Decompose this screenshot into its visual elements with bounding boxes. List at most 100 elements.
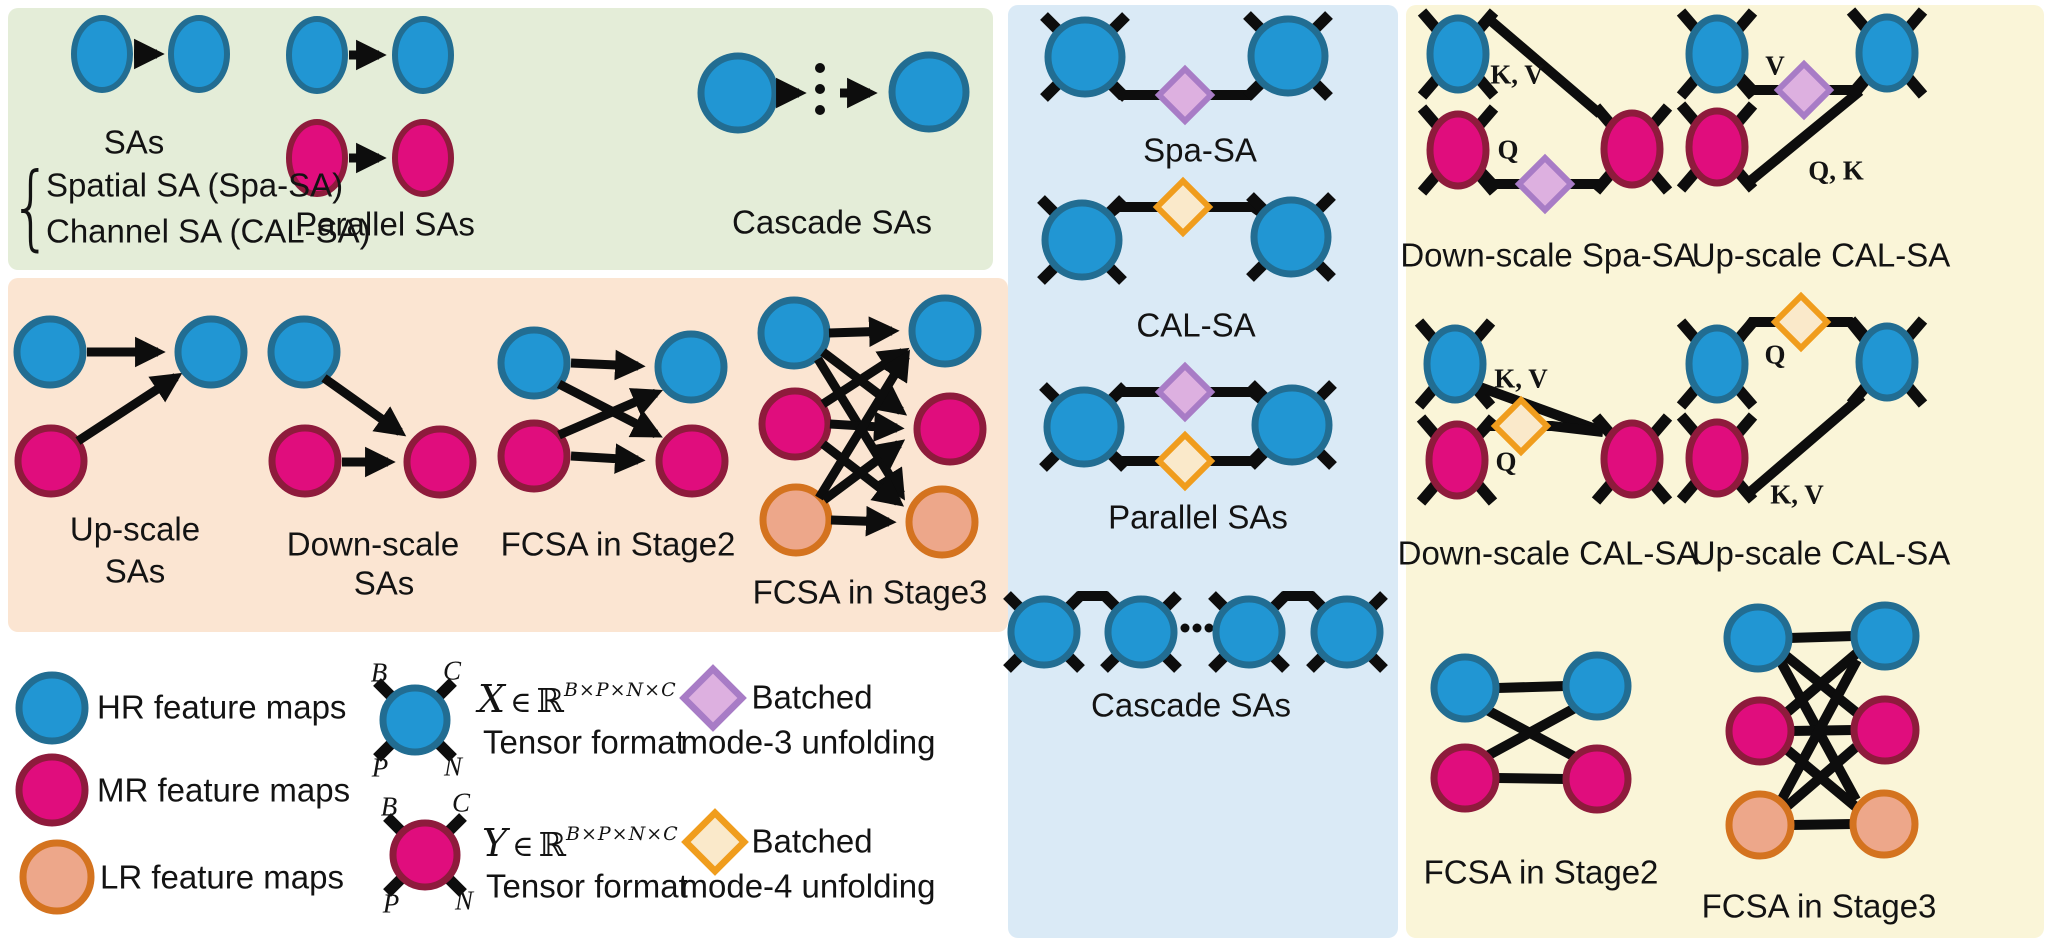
fcsa-stage2-label: FCSA in Stage2 (500, 525, 736, 563)
tensor-x-dims: B×P×N×C (563, 679, 677, 701)
mr-swatch (15, 753, 89, 827)
hr-node (1041, 199, 1123, 281)
hr-node (497, 326, 571, 400)
edge (1790, 819, 1854, 830)
mr-node (913, 392, 987, 466)
hr-node (1855, 13, 1919, 93)
hr-node (1850, 601, 1920, 671)
brace-glyph: { (10, 152, 52, 261)
mr-node (1685, 418, 1749, 498)
mr-node (1426, 110, 1490, 190)
tensor-y-caption: Tensor format (486, 867, 688, 905)
fcsa-stage3-diagram (757, 294, 987, 559)
hr-node (1426, 14, 1490, 94)
real-set-symbol: ℝ (536, 681, 564, 720)
upscale-cal-sa-1-label: Up-scale CAL-SA (1691, 236, 1951, 274)
mr-node (1850, 695, 1920, 765)
parallel-sas-label: Parallel SAs (295, 205, 475, 243)
mode4-subtitle: mode-4 unfolding (680, 867, 936, 905)
tensor-y-corner-c: C (451, 787, 471, 818)
mr-node (392, 119, 454, 197)
mode3-title: Batched (751, 678, 873, 716)
hr-node (1423, 324, 1487, 404)
fcsa-stage3-yellow-label: FCSA in Stage3 (1701, 887, 1937, 925)
cal-sa-label: CAL-SA (1136, 306, 1256, 344)
edge (1781, 743, 1860, 812)
mr-node (1425, 420, 1489, 500)
upscale-cal-sa-2-label: Up-scale CAL-SA (1691, 534, 1951, 572)
ellipsis-dot (815, 105, 825, 115)
kv-annotation: K, V (1490, 59, 1544, 90)
q-annotation: Q (1495, 446, 1517, 477)
edge (1496, 681, 1567, 693)
hr-node (654, 330, 728, 404)
hr-node (1043, 386, 1125, 468)
hr-node (1044, 16, 1126, 98)
mr-node (1600, 419, 1664, 499)
hr-node (1562, 651, 1632, 721)
arrow (556, 380, 663, 438)
downscale-sas-diagram (267, 315, 477, 499)
hr-node (1685, 324, 1749, 404)
hr-node (1251, 384, 1333, 466)
fcsa-stage2-yellow-diagram (1430, 651, 1632, 814)
cascade-sas-diagram (697, 51, 970, 134)
tensor-y-corner-p: P (382, 888, 400, 919)
upscale-sas-diagram (13, 315, 248, 498)
kv-annotation: K, V (1770, 479, 1824, 510)
tensor-x-corner-p: P (371, 752, 389, 783)
parallel-sas-diagram (286, 16, 454, 197)
tensor-y-var: Y (482, 821, 508, 865)
downscale-label-line2: SAs (353, 564, 415, 602)
lr-node (905, 485, 979, 559)
lr-legend-label: LR feature maps (100, 858, 344, 896)
sas-label: SAs (103, 123, 165, 161)
edge (1788, 631, 1855, 643)
hr-node (1104, 595, 1178, 669)
tensor-y-corner-b: B (380, 791, 398, 822)
hr-node (1430, 653, 1500, 723)
hr-node (1310, 595, 1384, 669)
upscale-cal-sa-2-diagram (1681, 296, 1923, 500)
hr-node (1247, 15, 1329, 97)
mode3-diamond-icon (684, 669, 742, 727)
mode3-subtitle: mode-3 unfolding (680, 723, 936, 761)
element-of-symbol: ∈ (512, 829, 534, 863)
hr-node (908, 294, 982, 368)
cascade-sas-label: Cascade SAs (732, 203, 932, 241)
mr-node (1562, 744, 1632, 814)
ellipsis-dot (815, 84, 825, 94)
hr-node (1212, 595, 1286, 669)
q-annotation: Q (1497, 134, 1519, 165)
tensor-y-formula: Y∈ℝB×P×N×C (482, 824, 679, 862)
fcsa-stage2-yellow-label: FCSA in Stage2 (1423, 853, 1659, 891)
hr-node (168, 15, 230, 93)
mr-node (655, 424, 729, 498)
q-annotation: Q (1764, 339, 1786, 370)
mr-legend-label: MR feature maps (97, 771, 351, 809)
mr-node (14, 424, 88, 498)
arrow (75, 372, 183, 445)
tensor-x-var: X (478, 677, 506, 721)
arrow (828, 316, 900, 348)
arrow (821, 439, 906, 504)
hr-node (1250, 196, 1332, 278)
upscale-label-line1: Up-scale (69, 510, 201, 548)
real-set-symbol: ℝ (538, 825, 566, 864)
kv-connector (1486, 16, 1604, 118)
arrow (557, 388, 664, 440)
element-of-symbol: ∈ (510, 685, 532, 719)
ellipsis-dot (1204, 623, 1214, 633)
edge (1496, 773, 1567, 784)
downscale-cal-sa-diagram (1419, 322, 1668, 502)
hr-node (1723, 603, 1793, 673)
hr-legend-label: HR feature maps (97, 688, 347, 726)
arrow (570, 349, 646, 381)
kv-annotation: K, V (1494, 363, 1548, 394)
edge (1484, 703, 1578, 761)
cal-sa-diagram (1041, 181, 1332, 281)
downscale-spa-sa-label: Down-scale Spa-SA (1400, 236, 1696, 274)
mr-node (268, 424, 342, 498)
tensor-x-corner-n: N (443, 751, 463, 782)
